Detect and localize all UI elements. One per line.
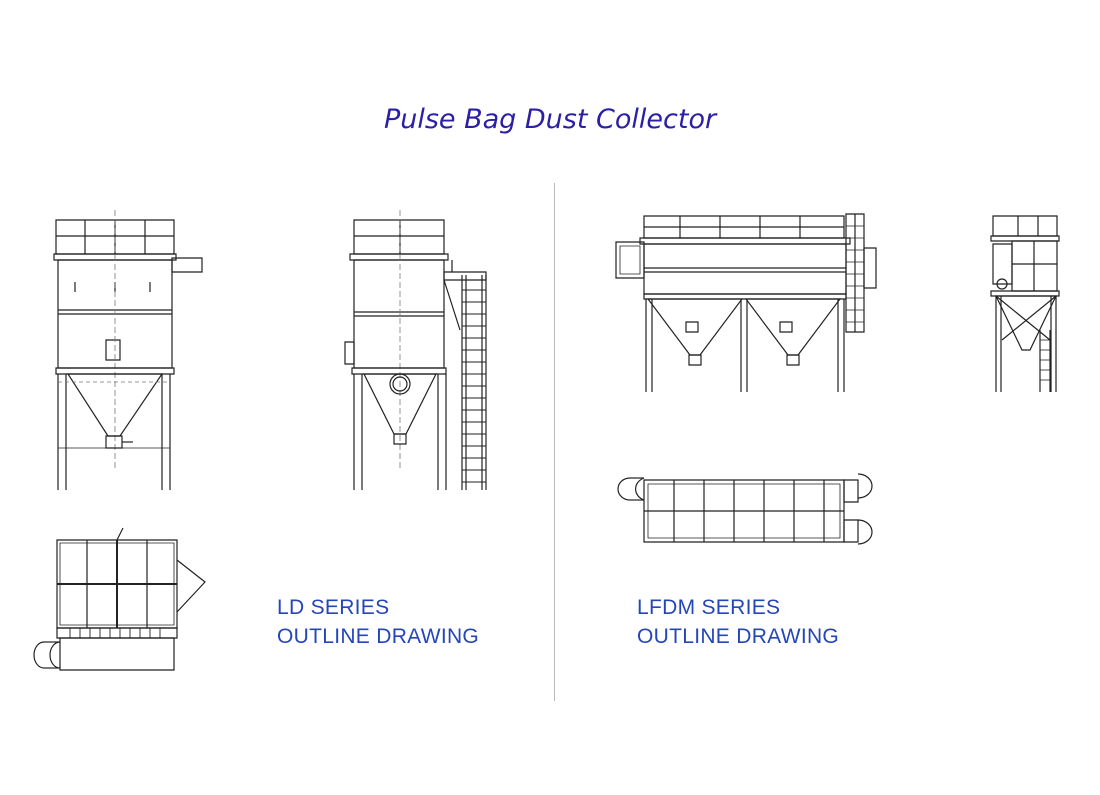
lfdm-caption-line1: LFDM SERIES	[637, 596, 781, 619]
lfdm-front-view	[616, 214, 876, 392]
ld-side-view	[345, 210, 486, 490]
page-title: Pulse Bag Dust Collector	[383, 104, 717, 135]
ld-caption-line2: OUTLINE DRAWING	[277, 625, 480, 648]
lfdm-plan-view	[618, 474, 872, 544]
ld-caption-line1: LD SERIES	[277, 596, 390, 619]
lfdm-side-view	[991, 216, 1059, 392]
section-divider	[554, 183, 555, 701]
lfdm-series-caption: LFDM SERIES OUTLINE DRAWING	[637, 593, 839, 651]
ld-series-caption: LD SERIES OUTLINE DRAWING	[277, 593, 479, 651]
lfdm-caption-line2: OUTLINE DRAWING	[637, 625, 840, 648]
ld-front-view	[54, 210, 202, 490]
ld-plan-view	[34, 528, 205, 670]
